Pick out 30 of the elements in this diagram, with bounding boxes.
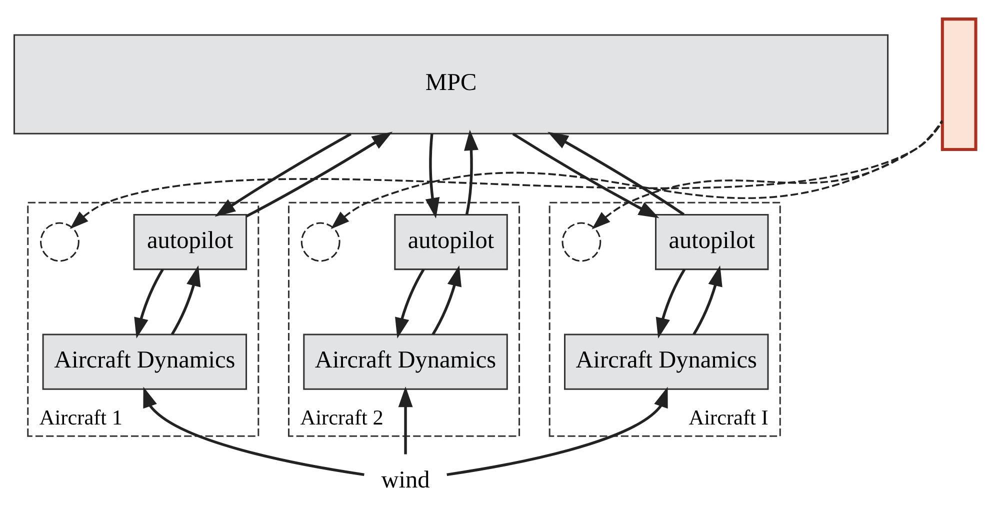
arrow bbox=[395, 268, 425, 338]
node-circle bbox=[562, 222, 602, 262]
node-box: MPC bbox=[13, 34, 889, 134]
node-box: Aircraft Dynamics bbox=[42, 334, 248, 390]
node-circle bbox=[300, 222, 340, 262]
arrow bbox=[432, 265, 462, 336]
node-box: autopilot bbox=[655, 214, 769, 270]
arrow bbox=[446, 386, 668, 476]
arrow bbox=[592, 120, 943, 230]
arrow bbox=[143, 386, 364, 476]
node-box: Aircraft Dynamics bbox=[303, 334, 508, 390]
arrow bbox=[512, 132, 660, 218]
arrow bbox=[464, 130, 478, 215]
node-text: wind bbox=[381, 466, 430, 494]
arrow bbox=[214, 132, 352, 217]
arrow bbox=[70, 121, 943, 229]
arrow bbox=[692, 265, 722, 336]
arrow bbox=[170, 265, 201, 336]
node-box: Aircraft Dynamics bbox=[564, 334, 769, 390]
arrow bbox=[246, 132, 393, 218]
arrow bbox=[656, 268, 686, 338]
node-box: autopilot bbox=[394, 214, 508, 270]
node-box bbox=[940, 18, 978, 152]
node-circle bbox=[40, 222, 80, 262]
arrow bbox=[398, 386, 413, 454]
arrow bbox=[425, 134, 440, 219]
arrow bbox=[330, 121, 943, 230]
arrow bbox=[134, 268, 164, 338]
arrow bbox=[548, 132, 685, 216]
node-box: autopilot bbox=[133, 214, 248, 270]
